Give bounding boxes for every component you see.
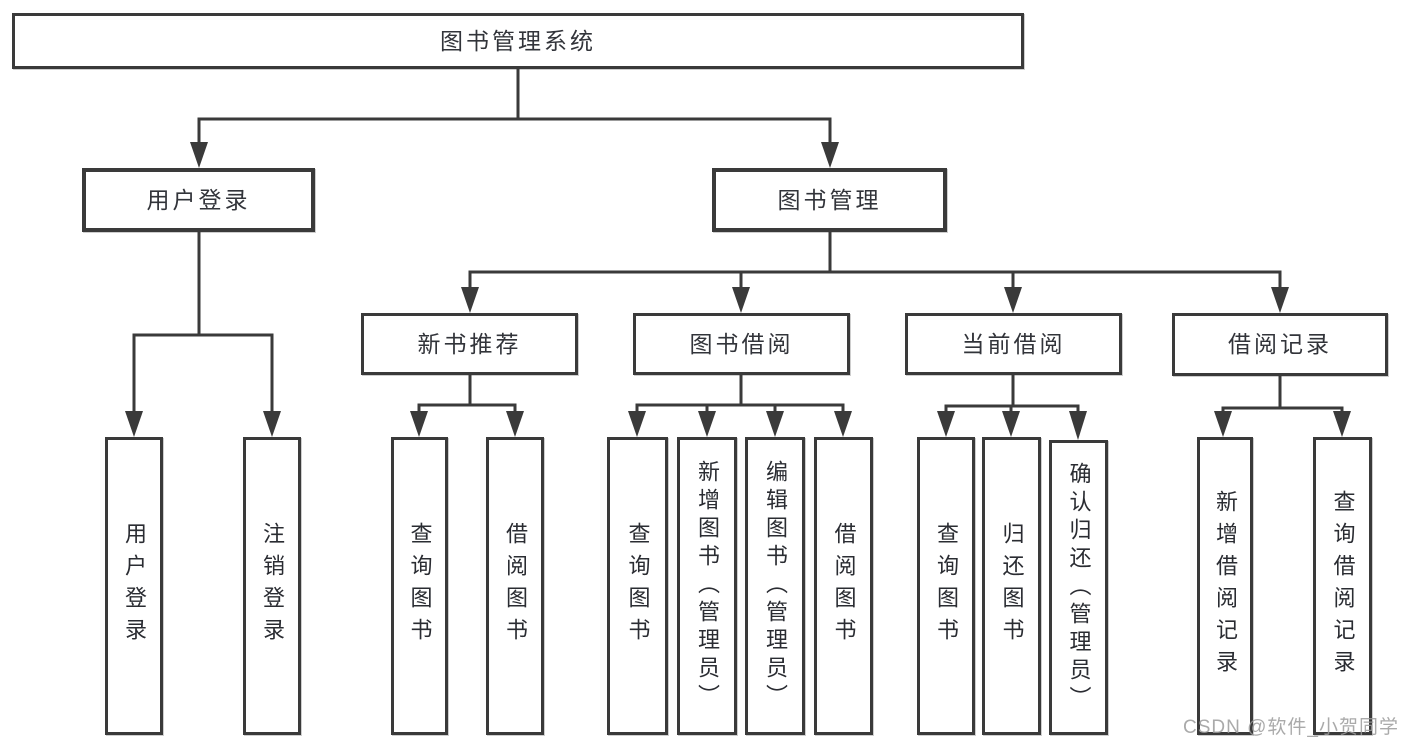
node-leaf-query-books-current: 查询图书 [917, 437, 975, 735]
node-leaf-add-borrow-record: 新增借阅记录 [1197, 437, 1253, 735]
node-current-borrowing: 当前借阅 [905, 313, 1122, 375]
node-leaf-add-books-admin: 新增图书（管理员） [677, 437, 737, 735]
node-label: 确认归还（管理员） [1066, 461, 1092, 714]
node-label: 注销登录 [260, 522, 285, 650]
node-label: 编辑图书（管理员） [763, 460, 788, 712]
watermark: CSDN @软件_小贺同学 [1183, 717, 1399, 738]
node-label: 新书推荐 [417, 330, 522, 357]
node-label: 用户登录 [122, 522, 147, 650]
node-label: 图书管理 [777, 186, 882, 213]
node-leaf-logout: 注销登录 [243, 437, 301, 735]
node-label: 图书借阅 [689, 330, 794, 357]
node-leaf-query-books-recommend: 查询图书 [391, 437, 448, 735]
node-borrow-records: 借阅记录 [1172, 313, 1388, 376]
node-label: 当前借阅 [961, 330, 1066, 357]
node-new-book-recommend: 新书推荐 [361, 313, 578, 375]
node-label: 用户登录 [146, 186, 251, 213]
node-label: 新增图书（管理员） [695, 460, 720, 712]
node-label: 查询图书 [625, 522, 651, 650]
node-leaf-confirm-return-admin: 确认归还（管理员） [1049, 440, 1108, 735]
node-label: 查询借阅记录 [1330, 490, 1356, 682]
node-leaf-return-books: 归还图书 [982, 437, 1041, 735]
node-root-label: 图书管理系统 [440, 27, 596, 54]
node-book-management: 图书管理 [712, 168, 947, 232]
node-leaf-edit-books-admin: 编辑图书（管理员） [745, 437, 805, 735]
node-leaf-query-borrow-record: 查询借阅记录 [1313, 437, 1372, 735]
node-label: 借阅图书 [831, 522, 857, 650]
node-leaf-borrow-books-recommend: 借阅图书 [486, 437, 544, 735]
node-root: 图书管理系统 [12, 13, 1024, 69]
node-label: 归还图书 [999, 522, 1025, 650]
node-user-login-group: 用户登录 [82, 168, 315, 232]
node-label: 新增借阅记录 [1213, 490, 1238, 682]
node-leaf-user-login: 用户登录 [105, 437, 163, 735]
node-label: 查询图书 [407, 522, 433, 650]
node-label: 借阅图书 [503, 522, 528, 650]
node-leaf-borrow-books-borrowing: 借阅图书 [814, 437, 873, 735]
node-book-borrowing: 图书借阅 [633, 313, 850, 375]
node-label: 查询图书 [934, 522, 959, 650]
node-label: 借阅记录 [1228, 331, 1332, 357]
node-leaf-query-books-borrowing: 查询图书 [607, 437, 668, 735]
